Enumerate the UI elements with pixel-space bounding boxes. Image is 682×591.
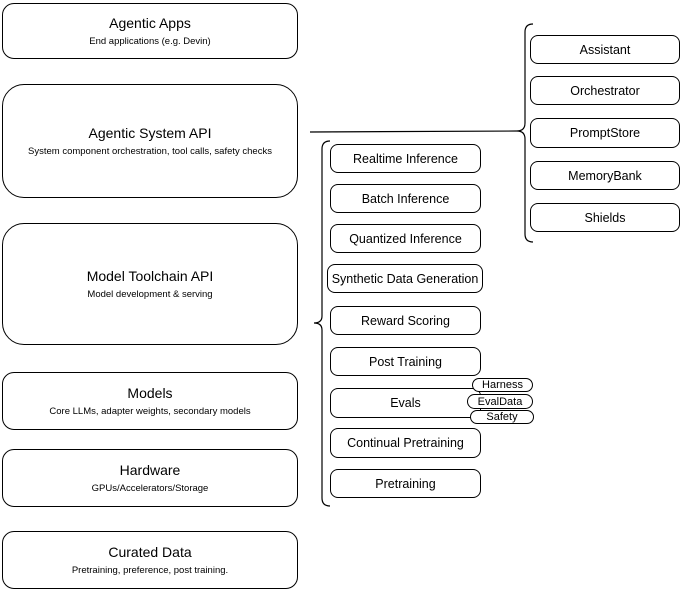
pill-harness: Harness xyxy=(472,378,533,392)
node-label: Realtime Inference xyxy=(353,151,458,166)
node-quantized-inference: Quantized Inference xyxy=(330,224,481,253)
node-label: MemoryBank xyxy=(568,168,642,183)
node-label: Pretraining xyxy=(375,476,436,491)
brace-toolchain-items xyxy=(313,140,331,507)
node-subtitle: End applications (e.g. Devin) xyxy=(89,35,211,47)
node-title: Hardware xyxy=(119,461,181,478)
node-realtime-inference: Realtime Inference xyxy=(330,144,481,173)
pill-safety: Safety xyxy=(470,410,534,424)
node-title: Model Toolchain API xyxy=(86,267,214,284)
node-subtitle: Model development & serving xyxy=(87,288,213,300)
node-model-toolchain-api: Model Toolchain API Model development & … xyxy=(2,223,298,345)
node-title: Models xyxy=(127,384,173,401)
node-post-training: Post Training xyxy=(330,347,481,376)
node-models: Models Core LLMs, adapter weights, secon… xyxy=(2,372,298,430)
node-shields: Shields xyxy=(530,203,680,232)
node-subtitle: GPUs/Accelerators/Storage xyxy=(91,482,209,494)
node-agentic-apps: Agentic Apps End applications (e.g. Devi… xyxy=(2,3,298,59)
node-reward-scoring: Reward Scoring xyxy=(330,306,481,335)
node-label: Batch Inference xyxy=(361,191,450,206)
node-synthetic-data-generation: Synthetic Data Generation xyxy=(327,264,483,293)
node-label: Synthetic Data Generation xyxy=(331,271,479,286)
node-evals: Evals xyxy=(330,388,481,418)
node-label: Shields xyxy=(584,210,626,225)
pill-label: EvalData xyxy=(477,395,523,408)
node-title: Agentic Apps xyxy=(109,14,191,31)
node-hardware: Hardware GPUs/Accelerators/Storage xyxy=(2,449,298,507)
node-pretraining: Pretraining xyxy=(330,469,481,498)
node-subtitle: Pretraining, preference, post training. xyxy=(71,564,229,576)
node-assistant: Assistant xyxy=(530,35,680,64)
node-subtitle: Core LLMs, adapter weights, secondary mo… xyxy=(49,405,251,417)
node-label: Quantized Inference xyxy=(349,231,462,246)
node-continual-pretraining: Continual Pretraining xyxy=(330,428,481,458)
pill-label: Safety xyxy=(486,411,518,423)
node-orchestrator: Orchestrator xyxy=(530,76,680,105)
node-promptstore: PromptStore xyxy=(530,118,680,148)
node-label: Evals xyxy=(390,396,421,410)
node-title: Agentic System API xyxy=(88,124,212,141)
node-curated-data: Curated Data Pretraining, preference, po… xyxy=(2,531,298,589)
node-memorybank: MemoryBank xyxy=(530,161,680,190)
connector-system-api-to-components xyxy=(309,130,518,133)
node-batch-inference: Batch Inference xyxy=(330,184,481,213)
pill-label: Harness xyxy=(482,379,523,391)
node-label: Continual Pretraining xyxy=(347,436,464,450)
node-subtitle: System component orchestration, tool cal… xyxy=(28,145,272,157)
node-label: Assistant xyxy=(579,42,631,57)
node-label: PromptStore xyxy=(569,126,641,140)
node-agentic-system-api: Agentic System API System component orch… xyxy=(2,84,298,198)
pill-evaldata: EvalData xyxy=(467,394,533,409)
node-label: Post Training xyxy=(369,354,442,369)
node-label: Orchestrator xyxy=(570,83,640,98)
node-title: Curated Data xyxy=(108,543,192,560)
node-label: Reward Scoring xyxy=(361,313,450,328)
